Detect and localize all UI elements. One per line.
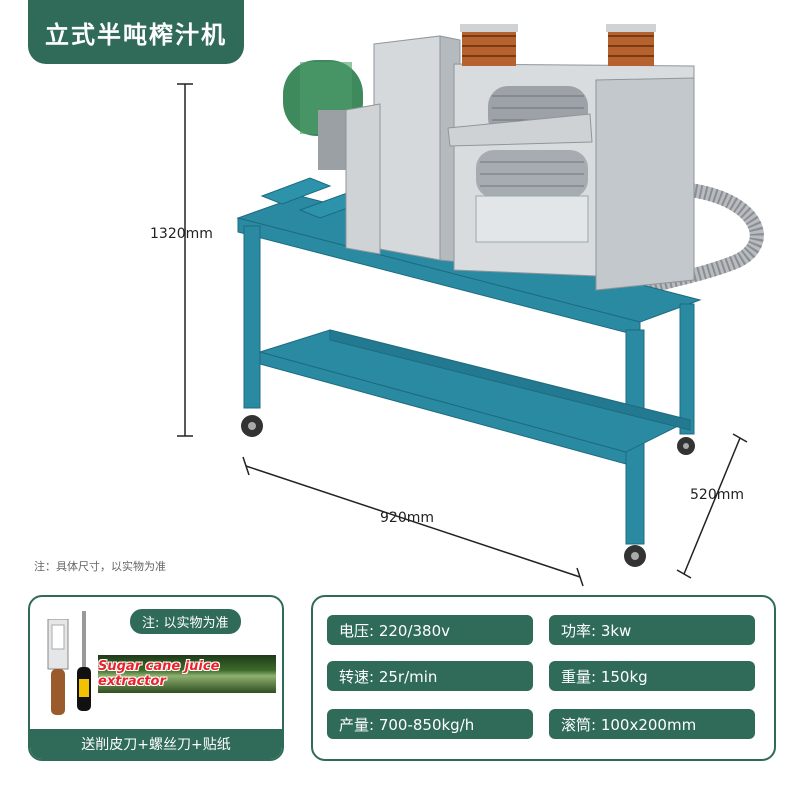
spec-weight: 重量: 150kg [549,661,755,691]
depth-dimension-line [676,433,748,579]
height-label: 1320mm [150,226,213,242]
spec-speed: 转速: 25r/min [327,661,533,691]
accessory-footer: 送削皮刀+螺丝刀+贴纸 [30,729,282,759]
spec-panel: 电压: 220/380v 功率: 3kw 转速: 25r/min 重量: 150… [311,595,776,761]
width-label: 920mm [380,510,434,526]
peeler-knife-icon [47,619,69,715]
page-title: 立式半吨榨汁机 [28,0,244,64]
spec-voltage: 电压: 220/380v [327,615,533,645]
spec-roller: 滚筒: 100x200mm [549,709,755,739]
screwdriver-icon [77,611,91,711]
height-dimension-line [177,83,193,437]
juice-sticker: Sugar cane juice extractor [98,655,276,693]
accessory-note: 注: 以实物为准 [130,609,241,634]
accessories-panel: 注: 以实物为准 Sugar cane juice extractor 送削皮刀… [28,595,284,761]
spec-output: 产量: 700-850kg/h [327,709,533,739]
width-dimension-line [242,456,584,587]
size-note: 注：具体尺寸，以实物为准 [34,560,166,573]
tension-springs [460,24,656,66]
depth-label: 520mm [690,487,744,503]
spec-power: 功率: 3kw [549,615,755,645]
press-rollers [447,86,593,243]
caster-wheels [241,415,695,567]
